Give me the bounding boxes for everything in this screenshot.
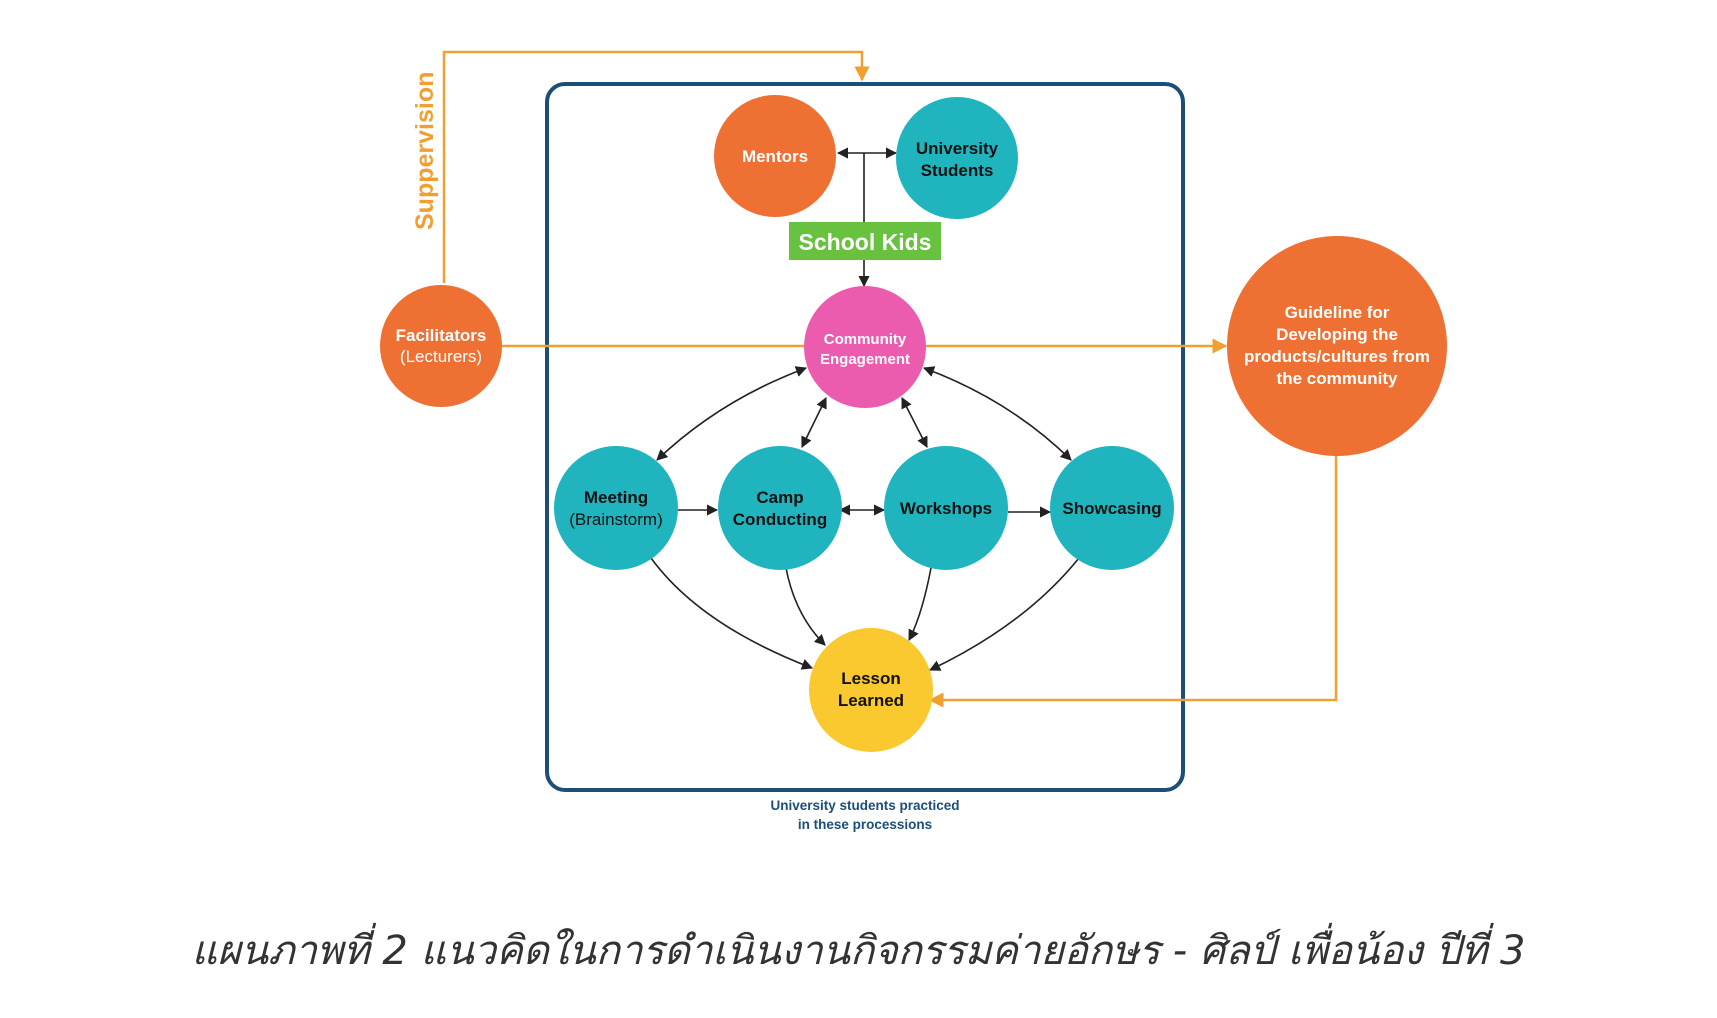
frame-note-line2: in these processions: [798, 817, 932, 832]
facilitators-node: Facilitators (Lecturers): [380, 285, 502, 407]
camp-line1: Camp: [756, 488, 803, 507]
supervision-arrow: [442, 50, 870, 283]
community-showcasing-arrow: [922, 366, 1072, 461]
community-engagement-node: Community Engagement: [804, 286, 926, 408]
guideline-line3: products/cultures from: [1244, 347, 1430, 366]
showcasing-to-lesson-arrow: [928, 557, 1080, 671]
university-students-line1: University: [916, 139, 999, 158]
guideline-to-lesson-arrow: [928, 456, 1338, 708]
community-engagement-line2: Engagement: [820, 351, 910, 368]
frame-note-line1: University students practiced: [770, 798, 959, 813]
university-students-node: University Students: [896, 97, 1018, 219]
supervision-label: Suppervision: [411, 72, 439, 230]
mentors-label: Mentors: [742, 147, 808, 166]
workshops-to-lesson-arrow: [908, 567, 932, 641]
meeting-title: Meeting: [584, 488, 648, 507]
meeting-node: Meeting (Brainstorm): [554, 446, 678, 570]
workshops-label: Workshops: [900, 499, 992, 518]
guideline-line1: Guideline for: [1285, 303, 1390, 322]
workshops-node: Workshops: [884, 446, 1008, 570]
school-kids-label: School Kids: [799, 229, 932, 255]
camp-to-lesson-arrow: [785, 567, 826, 646]
dark-connectors: [650, 147, 1080, 671]
community-engagement-line1: Community: [824, 331, 907, 348]
community-meeting-arrow: [656, 366, 808, 461]
university-students-line2: Students: [921, 161, 994, 180]
community-workshops-arrow: [901, 397, 928, 448]
facilitators-subtitle: (Lecturers): [400, 347, 482, 366]
lesson-learned-node: Lesson Learned: [809, 628, 933, 752]
guideline-node: Guideline for Developing the products/cu…: [1227, 236, 1447, 456]
process-frame: [545, 82, 1185, 792]
showcasing-node: Showcasing: [1050, 446, 1174, 570]
meeting-to-lesson-arrow: [650, 557, 814, 670]
showcasing-label: Showcasing: [1062, 499, 1161, 518]
community-camp-arrow: [801, 396, 827, 449]
meeting-subtitle: (Brainstorm): [569, 510, 663, 529]
camp-line2: Conducting: [733, 510, 827, 529]
guideline-line2: Developing the: [1276, 325, 1398, 344]
figure-caption: แผนภาพที่ 2 แนวคิดในการดำเนินงานกิจกรรมค…: [191, 928, 1526, 974]
mentors-node: Mentors: [714, 95, 836, 217]
lesson-line2: Learned: [838, 691, 904, 710]
school-kids-node: School Kids: [789, 222, 941, 260]
lesson-line1: Lesson: [841, 669, 901, 688]
facilitators-title: Facilitators: [396, 326, 487, 345]
guideline-line4: the community: [1277, 369, 1398, 388]
camp-conducting-node: Camp Conducting: [718, 446, 842, 570]
